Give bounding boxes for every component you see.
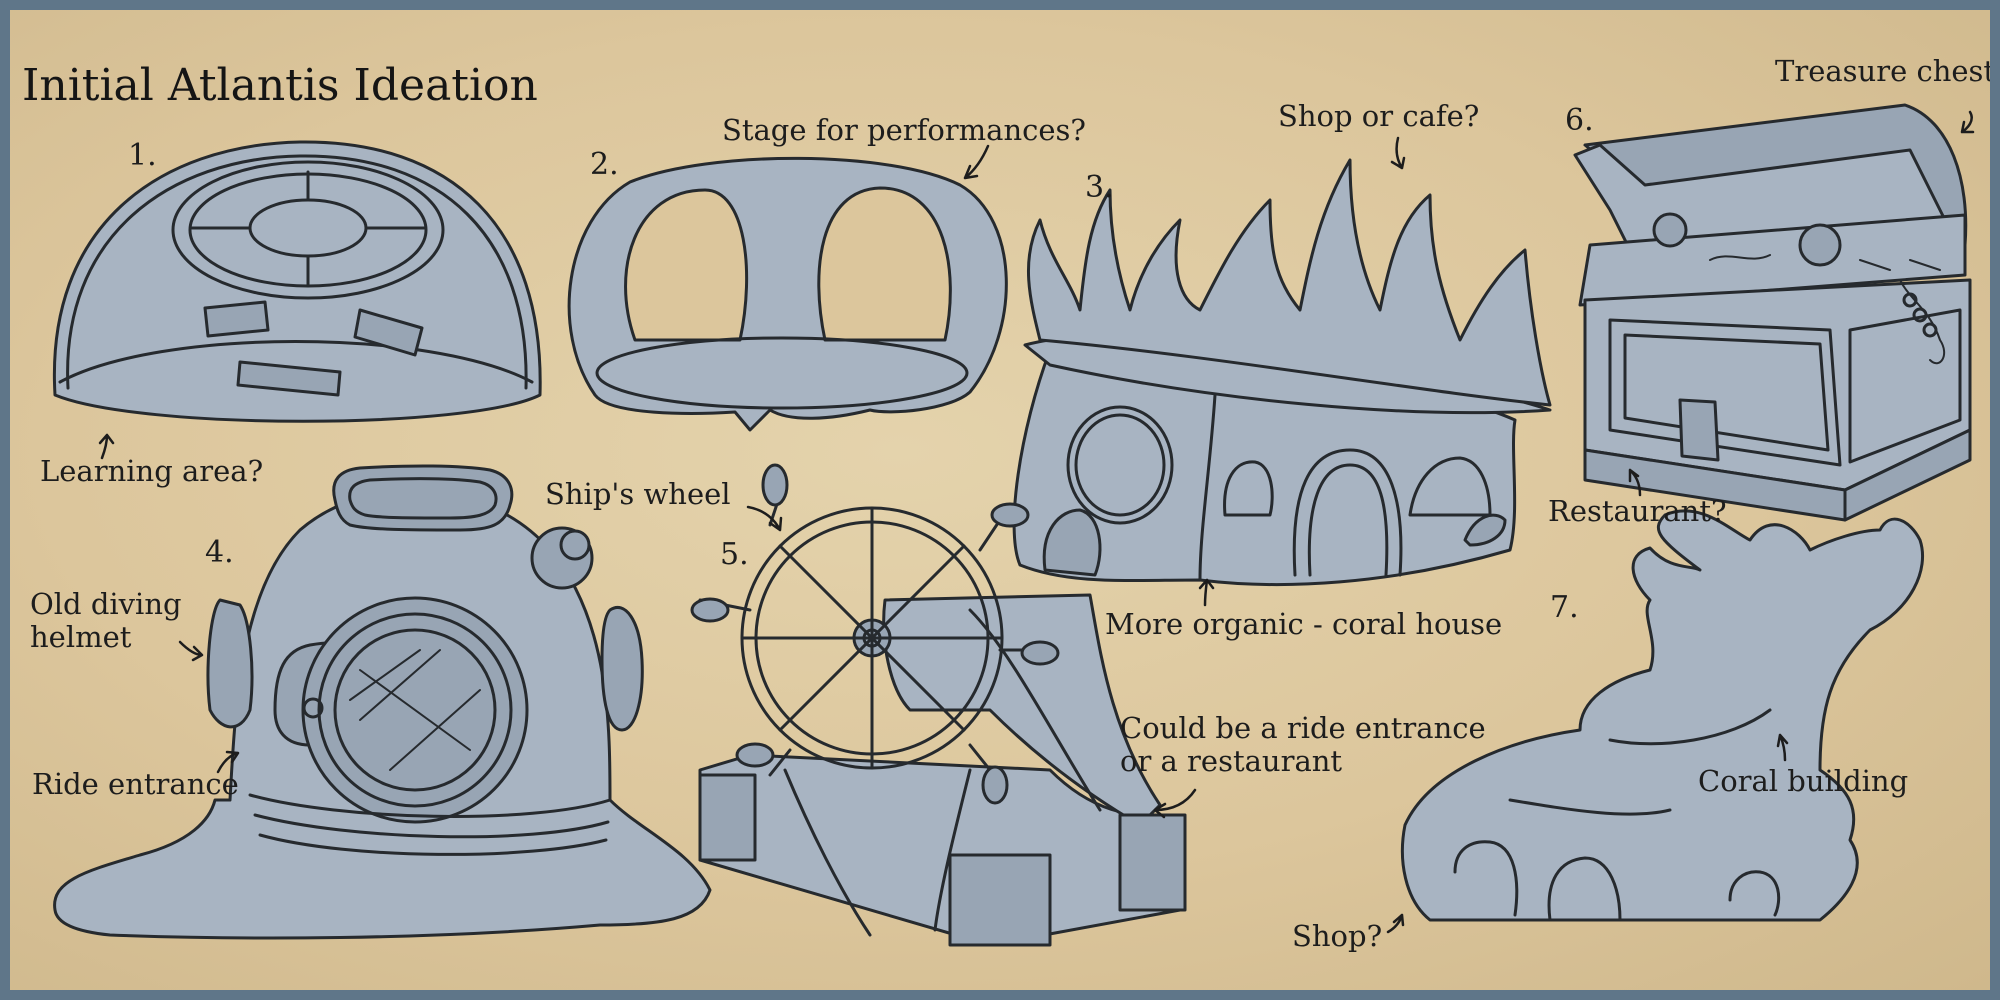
coral-house-arrow: [1198, 578, 1215, 607]
concept-number-4: 4.: [205, 535, 234, 570]
note-diving-helmet: Old diving helmet: [30, 587, 182, 655]
shop-cafe-arrow: [1390, 136, 1406, 170]
stage-sketch: [567, 156, 1008, 432]
concept-board: Initial Atlantis Ideation 1. 2. 3. 4. 5.…: [10, 10, 1990, 990]
restaurant-arrow: [1628, 468, 1642, 497]
dome-learning-area-sketch: [52, 140, 542, 423]
note-stage: Stage for performances?: [722, 113, 1086, 147]
concept-number-2: 2.: [590, 147, 619, 182]
ride-entrance-arrow: [216, 750, 240, 774]
concept-number-7: 7.: [1550, 590, 1579, 625]
concept-number-5: 5.: [720, 537, 749, 572]
sketch-artwork: [52, 103, 1975, 947]
treasure-chest-arrow: [1960, 110, 1975, 134]
concept-number-1: 1.: [128, 138, 157, 173]
note-ride-or-restaurant: Could be a ride entrance or a restaurant: [1120, 711, 1486, 779]
note-shop-cafe: Shop or cafe?: [1278, 99, 1480, 133]
coral-building-sketch: [1400, 509, 1925, 922]
page-title: Initial Atlantis Ideation: [22, 60, 538, 111]
note-treasure-chest: Treasure chest: [1775, 54, 1990, 88]
note-learning-area: Learning area?: [40, 454, 264, 488]
learning-area-arrow: [98, 433, 115, 460]
shop-arrow: [1386, 913, 1405, 934]
ships-wheel-arrow: [746, 505, 783, 532]
note-ride-entrance: Ride entrance: [32, 767, 239, 801]
concept-number-3: 3.: [1085, 170, 1114, 205]
treasure-chest-sketch: [1573, 103, 1972, 522]
note-coral-house: More organic - coral house: [1105, 607, 1503, 641]
note-ships-wheel: Ship's wheel: [545, 477, 731, 511]
stage-arrow: [963, 144, 990, 180]
coral-house-sketch: [1012, 158, 1552, 587]
diving-helmet-arrow: [178, 640, 204, 662]
ride-or-restaurant-arrow: [1153, 788, 1197, 819]
coral-building-arrow: [1776, 733, 1789, 762]
concept-number-6: 6.: [1565, 103, 1594, 138]
ships-wheel-sketch: [690, 463, 1187, 947]
note-coral-building: Coral building: [1698, 764, 1909, 798]
diving-helmet-sketch: [53, 464, 712, 940]
note-shop: Shop?: [1292, 919, 1383, 953]
note-restaurant: Restaurant?: [1548, 494, 1727, 528]
